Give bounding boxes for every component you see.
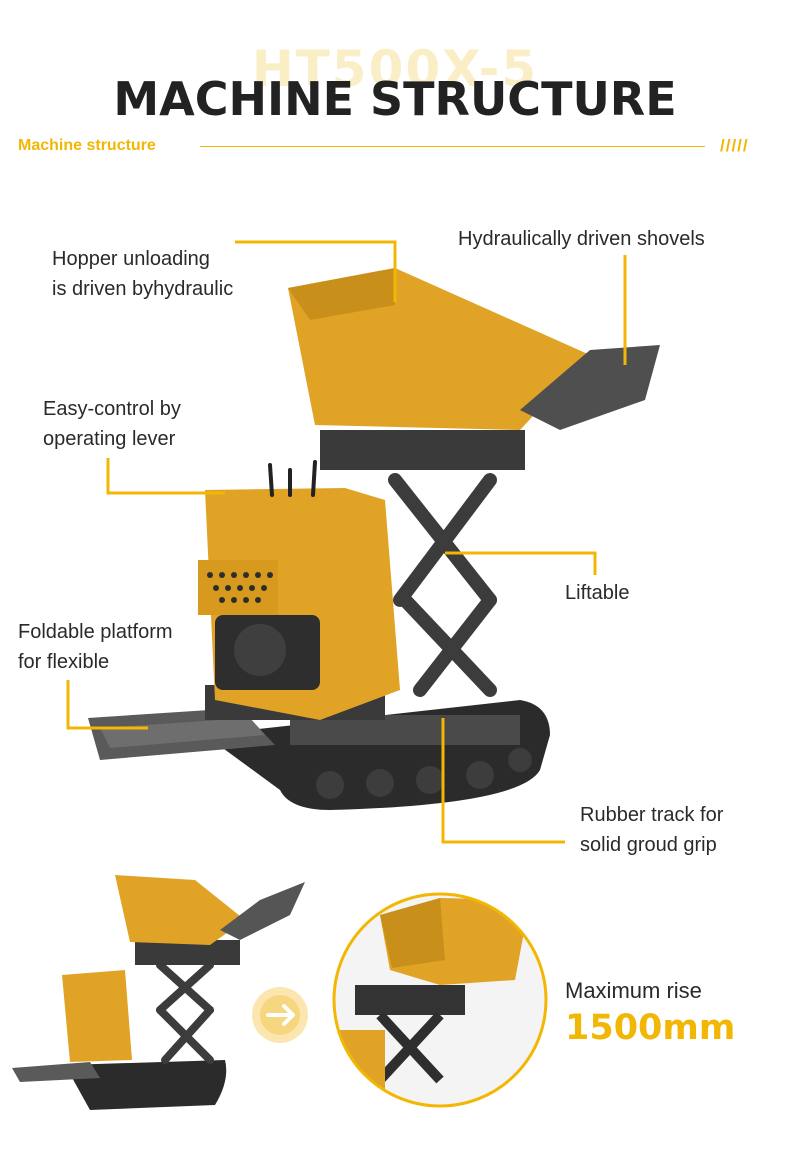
callout-line: Hydraulically driven shovels <box>458 228 705 250</box>
callout-liftable: Liftable <box>565 578 630 608</box>
small-machine <box>12 875 305 1110</box>
page-title: MACHINE STRUCTURE <box>113 72 677 126</box>
callout-line: Foldable platform <box>18 621 173 643</box>
callout-foldable-platform: Foldable platform for flexible <box>18 617 173 677</box>
zoom-detail <box>332 892 548 1108</box>
callout-line: for flexible <box>18 651 110 673</box>
callout-line: Liftable <box>565 582 630 604</box>
leader-lines <box>66 240 627 844</box>
arrow-circle-icon <box>252 987 308 1043</box>
subtitle-rule <box>200 146 705 147</box>
max-rise-value: 1500mm <box>565 1008 736 1048</box>
callout-line: solid groud grip <box>580 834 717 856</box>
max-rise-label: Maximum rise <box>565 978 702 1003</box>
callout-line: Easy-control by <box>43 398 181 420</box>
callout-line: operating lever <box>43 428 176 450</box>
callout-operating-lever: Easy-control by operating lever <box>43 394 181 454</box>
ghost-title: HT500X-5 <box>251 40 539 98</box>
callout-rubber-track: Rubber track for solid groud grip <box>580 800 723 860</box>
callout-hopper-unloading: Hopper unloading is driven byhydraulic <box>52 244 233 304</box>
decorative-slashes: ///// <box>720 136 749 155</box>
main-machine <box>88 268 660 810</box>
callout-hydraulic-shovels: Hydraulically driven shovels <box>458 224 705 254</box>
callout-line: Rubber track for <box>580 804 724 826</box>
callout-line: is driven byhydraulic <box>52 278 234 300</box>
callout-line: Hopper unloading <box>52 248 210 270</box>
section-subtitle: Machine structure <box>18 137 156 154</box>
